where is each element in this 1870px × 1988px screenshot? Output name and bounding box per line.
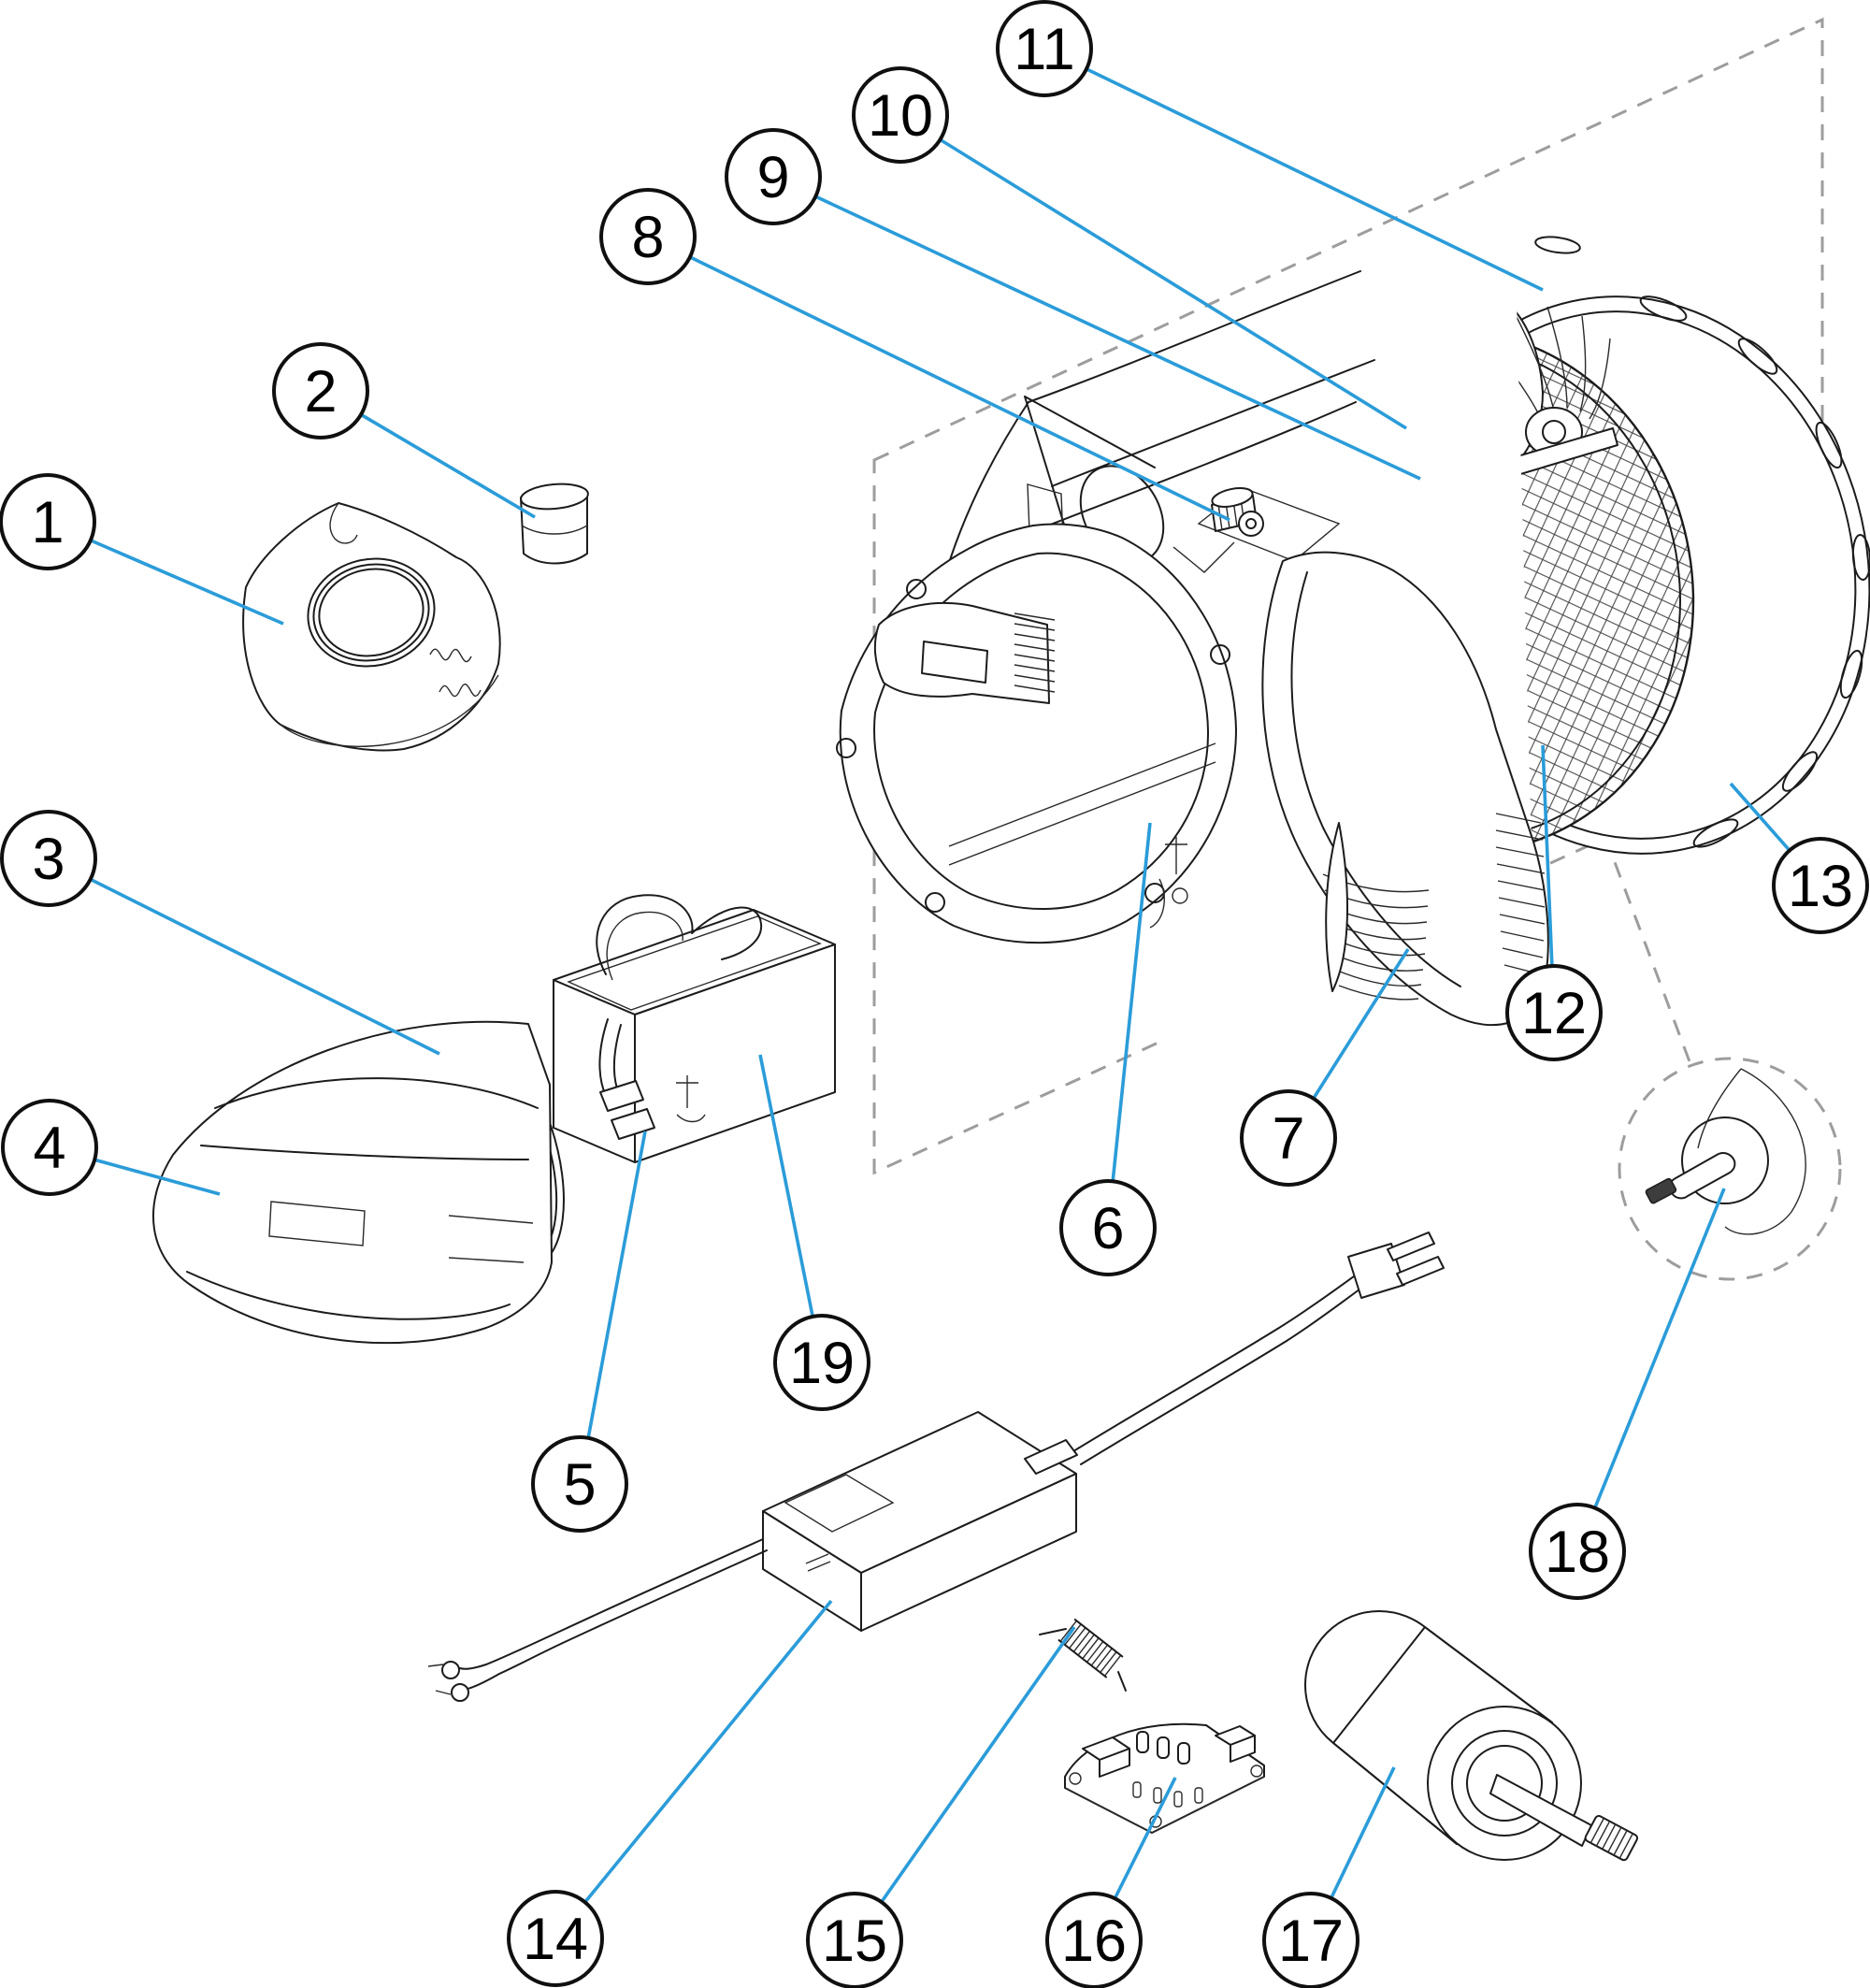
callout-9: 9 (725, 128, 822, 225)
callout-number-12: 12 (1521, 981, 1587, 1046)
callout-number-2: 2 (304, 359, 337, 425)
main-body-housing (836, 232, 1549, 1044)
detail-view-dashed-circle (1618, 1057, 1842, 1281)
callout-18: 18 (1529, 1503, 1626, 1600)
leader-line-19 (758, 1054, 824, 1363)
callout-5: 5 (531, 1435, 628, 1533)
callout-circle-13 (1772, 837, 1869, 934)
leader-line-3 (48, 857, 440, 1056)
callout-2: 2 (272, 342, 369, 439)
callout-number-8: 8 (631, 205, 664, 270)
charger-output-cable (427, 1538, 768, 1702)
callout-circle-9 (725, 128, 822, 225)
callout-circle-3 (0, 810, 97, 907)
part-14-charger (427, 1232, 1445, 1702)
leader-line-15 (853, 1625, 1076, 1942)
callout-circle-19 (773, 1314, 870, 1411)
callout-number-15: 15 (822, 1909, 887, 1974)
callout-1: 1 (0, 473, 96, 570)
leader-line-6 (1106, 822, 1152, 1229)
callout-number-13: 13 (1788, 854, 1853, 919)
callout-13: 13 (1772, 837, 1869, 934)
callout-number-10: 10 (868, 83, 933, 149)
callout-circle-15 (806, 1892, 903, 1988)
section-plane-dashed-outline (872, 17, 1842, 1281)
motor-shaft (1489, 1774, 1639, 1862)
callout-4: 4 (1, 1099, 98, 1196)
callout-circle-2 (272, 342, 369, 439)
callout-number-5: 5 (563, 1452, 596, 1518)
callout-number-11: 11 (1014, 17, 1074, 82)
callout-11: 11 (996, 0, 1093, 97)
part-1-cover-plate (242, 502, 501, 752)
callout-circle-14 (507, 1890, 604, 1987)
callout-number-17: 17 (1278, 1909, 1344, 1974)
callout-circle-6 (1059, 1179, 1157, 1276)
callout-number-18: 18 (1545, 1520, 1610, 1585)
callout-circle-18 (1529, 1503, 1626, 1600)
leader-line-18 (1575, 1188, 1726, 1552)
callout-circle-4 (1, 1099, 98, 1196)
shroud-vent-slots (1534, 236, 1870, 848)
callout-19: 19 (773, 1314, 870, 1411)
handle-bracket (873, 601, 1056, 704)
callout-number-6: 6 (1091, 1196, 1124, 1261)
callout-circle-10 (852, 66, 949, 164)
part-9-stator-vanes (1481, 306, 1611, 457)
callout-7: 7 (1240, 1089, 1337, 1187)
part-16-circuit-board (1064, 1722, 1265, 1834)
callout-3: 3 (0, 810, 97, 907)
callout-6: 6 (1059, 1179, 1157, 1276)
callout-17: 17 (1262, 1892, 1359, 1988)
callout-number-3: 3 (32, 827, 65, 892)
callout-circle-8 (599, 188, 697, 285)
callout-number-7: 7 (1272, 1106, 1304, 1172)
mains-plug (1347, 1232, 1445, 1299)
callout-15: 15 (806, 1892, 903, 1988)
callout-number-16: 16 (1061, 1909, 1127, 1974)
callout-number-4: 4 (33, 1116, 65, 1181)
callout-number-14: 14 (523, 1907, 588, 1972)
callout-number-9: 9 (756, 145, 789, 210)
callout-circle-7 (1240, 1089, 1337, 1187)
callout-circle-5 (531, 1435, 628, 1533)
part-4-nose-cone (152, 1020, 553, 1345)
callout-circle-1 (0, 473, 96, 570)
part-8-purge-valve-screw (1197, 487, 1341, 562)
callout-8: 8 (599, 188, 697, 285)
callout-number-19: 19 (789, 1331, 855, 1396)
callout-circle-12 (1505, 964, 1603, 1061)
callout-circle-17 (1262, 1892, 1359, 1988)
leader-line-5 (578, 1131, 647, 1485)
callout-12: 12 (1505, 964, 1603, 1061)
leader-line-8 (647, 235, 1230, 522)
leader-line-10 (899, 113, 1407, 430)
callout-10: 10 (852, 66, 949, 164)
callout-circle-11 (996, 0, 1093, 97)
part-18-shaft-detail (1645, 1068, 1806, 1235)
leader-line-9 (772, 175, 1421, 481)
part-17-motor (1304, 1610, 1639, 1862)
part-19-battery (553, 894, 836, 1163)
leader-line-11 (1043, 47, 1544, 292)
part-15-spring (1039, 1619, 1127, 1692)
part-2-cap (520, 483, 589, 565)
callout-number-1: 1 (31, 490, 64, 555)
leader-line-14 (554, 1599, 833, 1940)
callout-circle-16 (1045, 1892, 1143, 1988)
callout-16: 16 (1045, 1892, 1143, 1988)
callout-14: 14 (507, 1890, 604, 1987)
front-hatch-frame (836, 523, 1237, 944)
